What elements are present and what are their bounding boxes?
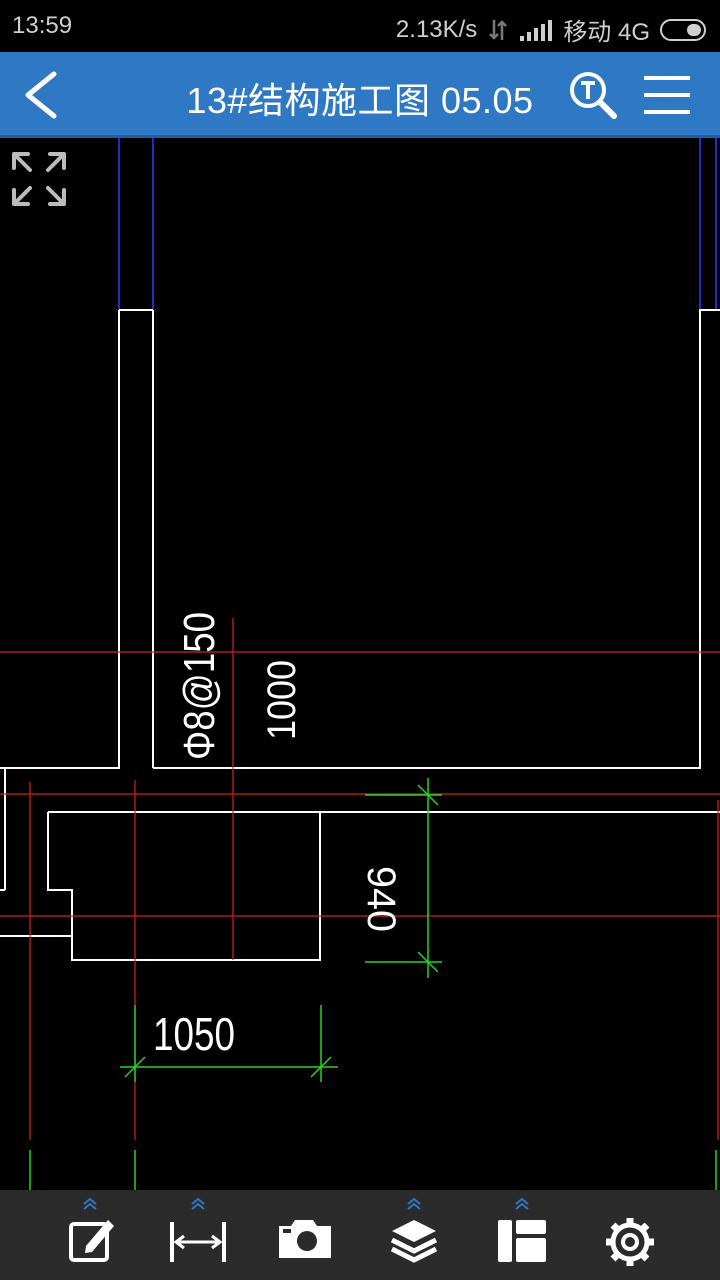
measure-icon [170,1222,226,1262]
carrier-label: 移动 4G [563,19,650,46]
camera-button[interactable] [265,1196,345,1274]
back-icon[interactable] [16,68,70,122]
measure-button[interactable] [158,1196,238,1274]
chevron-up-icon [191,1197,205,1210]
status-bar: 13:59 2.13K/s 移动 4G [0,0,720,52]
settings-icon [606,1218,654,1266]
signal-icon [520,19,553,41]
bottom-toolbar [0,1190,720,1280]
layers-button[interactable] [374,1196,454,1274]
blue-lines [118,138,717,310]
chevron-up-icon [83,1197,97,1210]
data-transfer-icon [489,19,508,40]
network-speed: 2.13K/s [395,15,478,43]
settings-button[interactable] [590,1196,670,1274]
wall-outlines [0,309,720,961]
layers-icon [390,1220,438,1263]
layout-icon [498,1220,546,1262]
layout-button[interactable] [482,1196,562,1274]
search-text-icon[interactable] [566,68,620,122]
camera-icon [279,1220,331,1258]
edit-button[interactable] [50,1196,130,1274]
chevron-up-icon [515,1197,529,1210]
edit-icon [69,1220,114,1262]
menu-icon[interactable] [640,68,694,122]
dimension-lines [29,778,717,1190]
status-time: 13:59 [12,12,73,39]
dimension-1050: 1050 [153,1008,235,1060]
status-right: 2.13K/s 移动 4G [396,12,706,47]
chevron-up-icon [407,1197,421,1210]
dimension-940: 940 [359,866,403,932]
dimension-1000: 1000 [260,660,304,740]
app-bar: 13#结构施工图 05.05 [0,52,720,138]
page-title: 13#结构施工图 05.05 [186,80,534,121]
expand-icon[interactable] [10,150,68,208]
battery-icon [660,18,706,41]
drawing-canvas[interactable]: Φ8@150 1000 940 1050 [0,138,720,1190]
rebar-label: Φ8@150 [175,612,224,760]
